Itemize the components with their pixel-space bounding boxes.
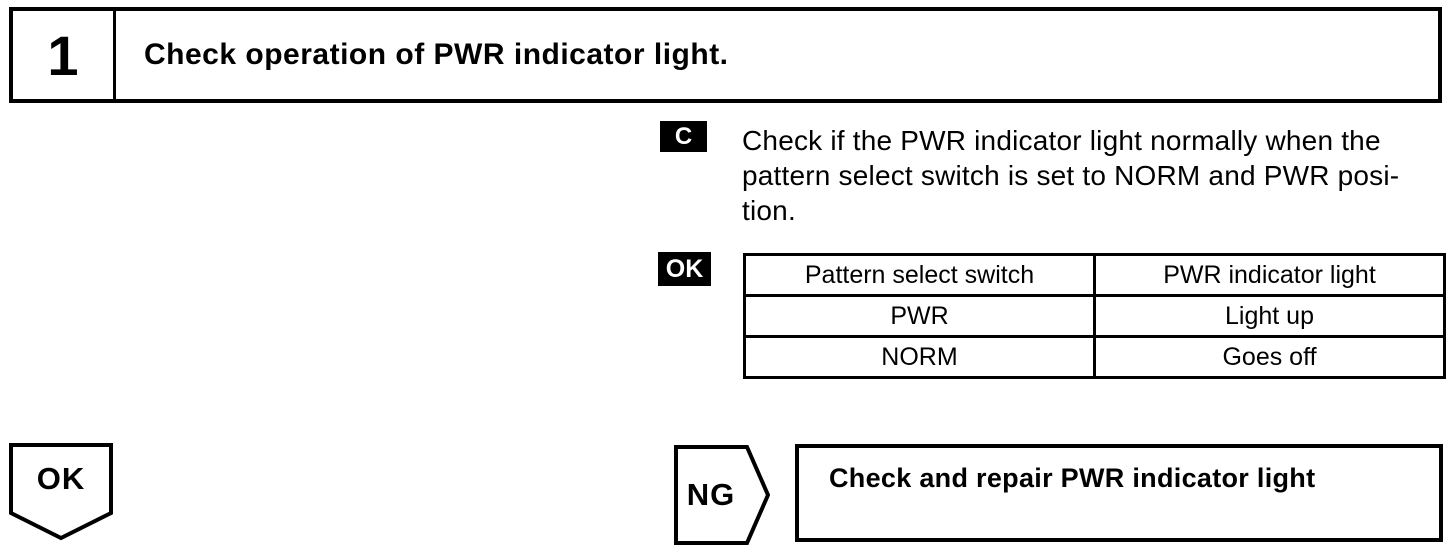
step-title: Check operation of PWR indicator light. [144,38,729,71]
table-row: PWR Light up [743,294,1446,338]
ng-connector-shape [674,445,770,545]
table-row: NORM Goes off [743,335,1446,379]
step-header-box: 1 Check operation of PWR indicator light… [9,7,1442,103]
ng-action-text: Check and repair PWR indicator light [829,463,1316,493]
down-pentagon-icon [9,443,113,541]
ok-connector-shape [9,443,113,543]
check-instruction-line-3: tion. [742,195,796,226]
table-header-pwr-indicator-light: PWR indicator light [1093,253,1446,297]
check-instruction-line-2: pattern select switch is set to NORM and… [742,160,1400,191]
table-cell-switch-position: PWR [743,294,1096,338]
result-table: Pattern select switch PWR indicator ligh… [743,253,1446,379]
ok-connector-label: OK [36,461,86,496]
step-number: 1 [13,11,116,99]
ng-action-box: Check and repair PWR indicator light [795,444,1443,542]
check-instruction: Check if the PWR indicator light normall… [742,123,1454,228]
check-instruction-line-1: Check if the PWR indicator light normall… [742,125,1381,156]
ok-badge: OK [658,252,711,286]
table-cell-light-state: Goes off [1093,335,1446,379]
table-header-pattern-select-switch: Pattern select switch [743,253,1096,297]
table-cell-switch-position: NORM [743,335,1096,379]
table-header-row: Pattern select switch PWR indicator ligh… [743,253,1446,297]
ng-connector-label: NG [686,477,736,512]
table-cell-light-state: Light up [1093,294,1446,338]
check-badge: C [660,121,707,152]
right-pentagon-icon [674,445,770,545]
